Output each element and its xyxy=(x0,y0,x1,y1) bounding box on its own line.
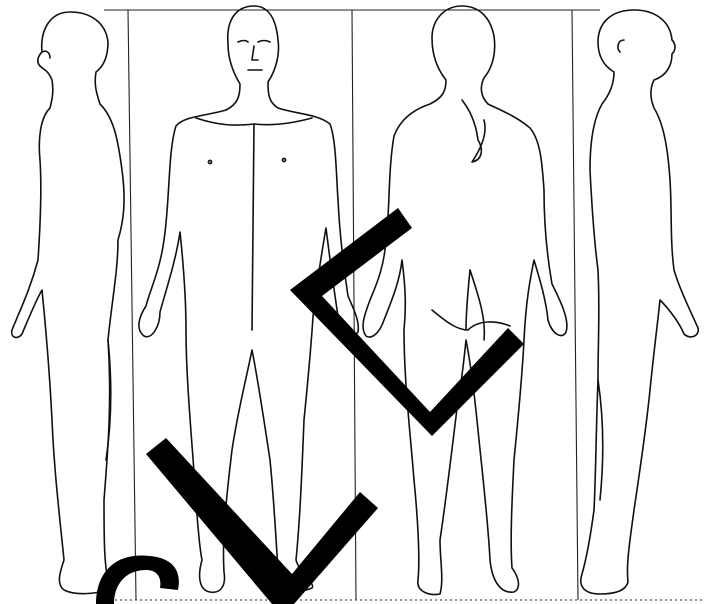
figure-right-profile xyxy=(581,10,698,594)
watermark-glyph-s xyxy=(96,555,179,604)
watermark-glyph-a xyxy=(146,438,378,604)
frame-lines xyxy=(100,10,704,600)
figure-back xyxy=(363,6,567,594)
figure-left-profile xyxy=(12,12,124,594)
figure-front xyxy=(139,6,358,592)
